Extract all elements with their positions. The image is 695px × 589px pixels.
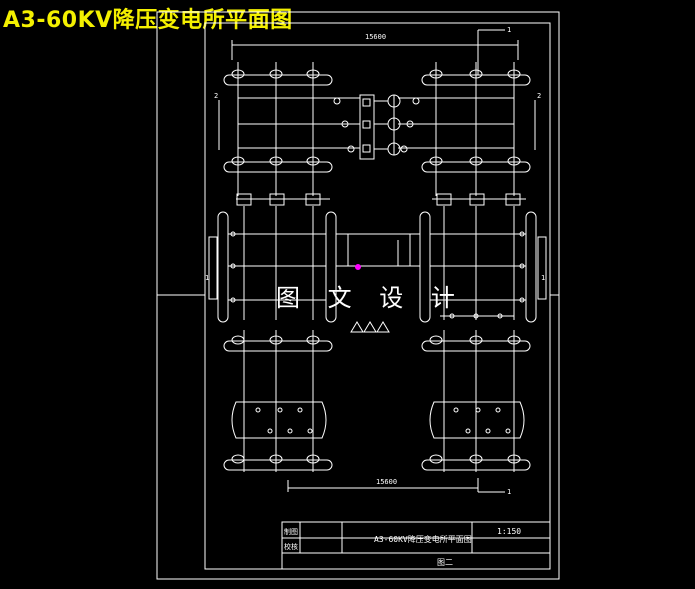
- svg-text:1: 1: [507, 26, 511, 34]
- section-marker-left-upper: 2: [214, 92, 220, 150]
- title-block-scale: 1:150: [497, 527, 521, 536]
- dimension-top-text: 15600: [365, 33, 386, 41]
- arresters: [350, 321, 390, 333]
- section-marker-right-lower: 1: [537, 236, 547, 300]
- svg-text:1: 1: [507, 488, 511, 496]
- bottom-dimension: 15600: [287, 478, 479, 492]
- title-block-drawing-name: A3-60KV降压变电所平面图: [374, 534, 472, 544]
- svg-text:1: 1: [541, 274, 545, 282]
- phase-lines: [237, 62, 515, 472]
- upper-connections: [238, 97, 514, 149]
- section-marker-right-upper: 2: [534, 92, 541, 150]
- center-switchgear: [333, 94, 420, 160]
- svg-text:2: 2: [214, 92, 218, 100]
- section-marker-left-lower: 1: [205, 236, 218, 300]
- watermark-text: 图 文 设 计: [276, 284, 465, 312]
- busbars: [223, 74, 531, 471]
- lower-tanks: [231, 401, 525, 439]
- section-marker-bottom: 1: [477, 478, 511, 496]
- title-block-sheet: 图二: [437, 558, 453, 567]
- cursor-marker: [355, 264, 361, 270]
- title-block-row1-label: 制图: [284, 527, 298, 536]
- title-block: 制图 校核 A3-60KV降压变电所平面图 1:150 图二: [281, 521, 551, 570]
- top-dimension: 15600: [231, 33, 519, 60]
- breaker-row: [236, 193, 526, 206]
- svg-text:1: 1: [205, 274, 209, 282]
- title-block-row2-label: 校核: [284, 542, 298, 551]
- svg-text:2: 2: [537, 92, 541, 100]
- section-marker-top: 1: [477, 26, 511, 75]
- dimension-bottom-text: 15600: [376, 478, 397, 486]
- transformer-bays: [217, 211, 537, 323]
